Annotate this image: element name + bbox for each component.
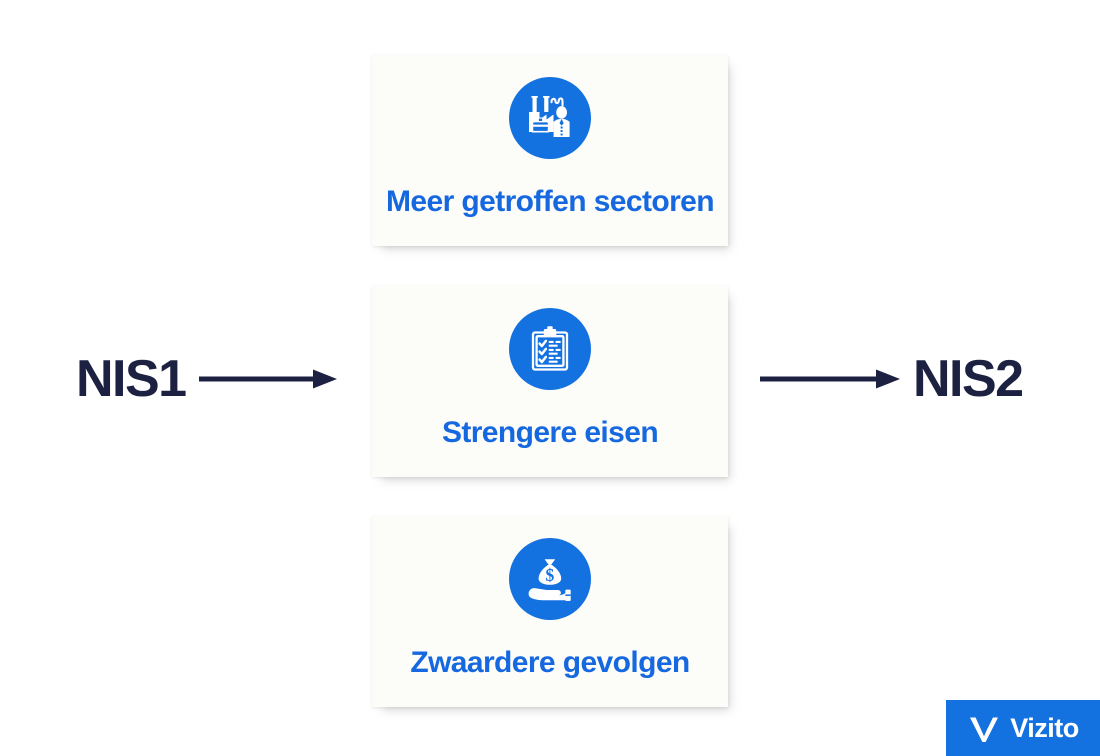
card-zwaardere-gevolgen[interactable]: $ Zwaardere gevolgen	[372, 516, 728, 707]
card-label: Meer getroffen sectoren	[386, 185, 715, 218]
vizito-wordmark: Vizito	[1010, 712, 1079, 743]
clipboard-checklist-icon	[509, 308, 591, 390]
card-meer-getroffen-sectoren[interactable]: Meer getroffen sectoren	[372, 55, 728, 246]
vizito-v-checkmark-icon	[967, 711, 1001, 745]
card-strengere-eisen[interactable]: Strengere eisen	[372, 286, 728, 477]
card-label: Strengere eisen	[441, 416, 659, 449]
arrow-cards-to-nis2	[760, 366, 900, 392]
arrow-nis1-to-cards	[199, 366, 337, 392]
vizito-logo[interactable]: Vizito	[946, 700, 1100, 756]
svg-text:$: $	[546, 565, 555, 585]
nis1-label: NIS1	[76, 350, 187, 408]
card-label: Zwaardere gevolgen	[410, 646, 690, 679]
factory-worker-icon	[509, 77, 591, 159]
nis2-label: NIS2	[913, 350, 1024, 408]
hand-money-bag-icon: $	[509, 538, 591, 620]
